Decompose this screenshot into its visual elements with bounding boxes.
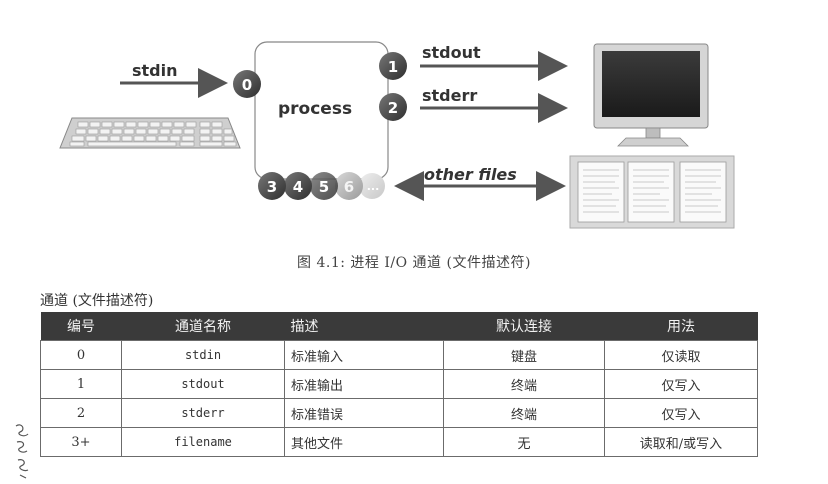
cell-number: 0: [40, 340, 122, 370]
cell-description: 标准错误: [284, 398, 444, 428]
fd-0-ball: 0: [233, 70, 261, 98]
fd-6-label: 6: [344, 178, 354, 196]
header-default-connection: 默认连接: [443, 312, 605, 341]
cell-description: 标准输出: [284, 369, 444, 399]
header-number: 编号: [40, 312, 122, 341]
cell-number: 1: [40, 369, 122, 399]
table-header-row: 编号 通道名称 描述 默认连接 用法: [40, 312, 758, 341]
table-row: 2 stderr 标准错误 终端 仅写入: [40, 398, 758, 428]
cell-default-connection: 键盘: [443, 340, 605, 370]
fd-more-balls: 3 4 5 6 ...: [258, 172, 385, 200]
cell-channel-name: filename: [121, 427, 285, 457]
fd-3-label: 3: [267, 178, 277, 196]
cell-usage: 仅写入: [604, 398, 758, 428]
table-row: 1 stdout 标准输出 终端 仅写入: [40, 369, 758, 399]
fd-1-label: 1: [388, 58, 398, 76]
fd-ellipsis-label: ...: [367, 180, 380, 193]
table-row: 0 stdin 标准输入 键盘 仅读取: [40, 340, 758, 370]
cell-default-connection: 无: [443, 427, 605, 457]
stdin-label: stdin: [132, 61, 178, 80]
cell-number: 2: [40, 398, 122, 428]
cell-channel-name: stderr: [121, 398, 285, 428]
stdout-label: stdout: [422, 43, 481, 62]
fd-table: 编号 通道名称 描述 默认连接 用法 0 stdin 标准输入 键盘 仅读取 1…: [40, 312, 758, 457]
monitor-icon: [593, 43, 709, 147]
margin-handwriting-mark: [15, 424, 29, 479]
keyboard-icon: [59, 117, 241, 149]
process-io-diagram: stdin process 0 1 2 stdout stderr other …: [59, 41, 735, 229]
header-description: 描述: [284, 312, 444, 341]
fd-5-label: 5: [319, 178, 329, 196]
fd-0-label: 0: [242, 76, 252, 94]
cell-usage: 仅读取: [604, 340, 758, 370]
figure-caption: 图 4.1: 进程 I/O 通道 (文件描述符): [297, 255, 531, 271]
header-channel-name: 通道名称: [121, 312, 285, 341]
stderr-label: stderr: [422, 86, 477, 105]
cell-usage: 仅写入: [604, 369, 758, 399]
other-files-label: other files: [424, 165, 517, 184]
fd-4-label: 4: [293, 178, 303, 196]
cell-usage: 读取和/或写入: [604, 427, 758, 457]
cell-channel-name: stdout: [121, 369, 285, 399]
documents-icon: [569, 155, 735, 229]
table-title: 通道 (文件描述符): [40, 293, 154, 309]
fd-2-ball: 2: [379, 93, 407, 121]
cell-description: 标准输入: [284, 340, 444, 370]
fd-2-label: 2: [388, 99, 398, 117]
cell-channel-name: stdin: [121, 340, 285, 370]
cell-default-connection: 终端: [443, 369, 605, 399]
process-label: process: [278, 99, 352, 119]
fd-1-ball: 1: [379, 52, 407, 80]
cell-number: 3+: [40, 427, 122, 457]
cell-default-connection: 终端: [443, 398, 605, 428]
table-row: 3+ filename 其他文件 无 读取和/或写入: [40, 427, 758, 457]
header-usage: 用法: [604, 312, 758, 341]
cell-description: 其他文件: [284, 427, 444, 457]
